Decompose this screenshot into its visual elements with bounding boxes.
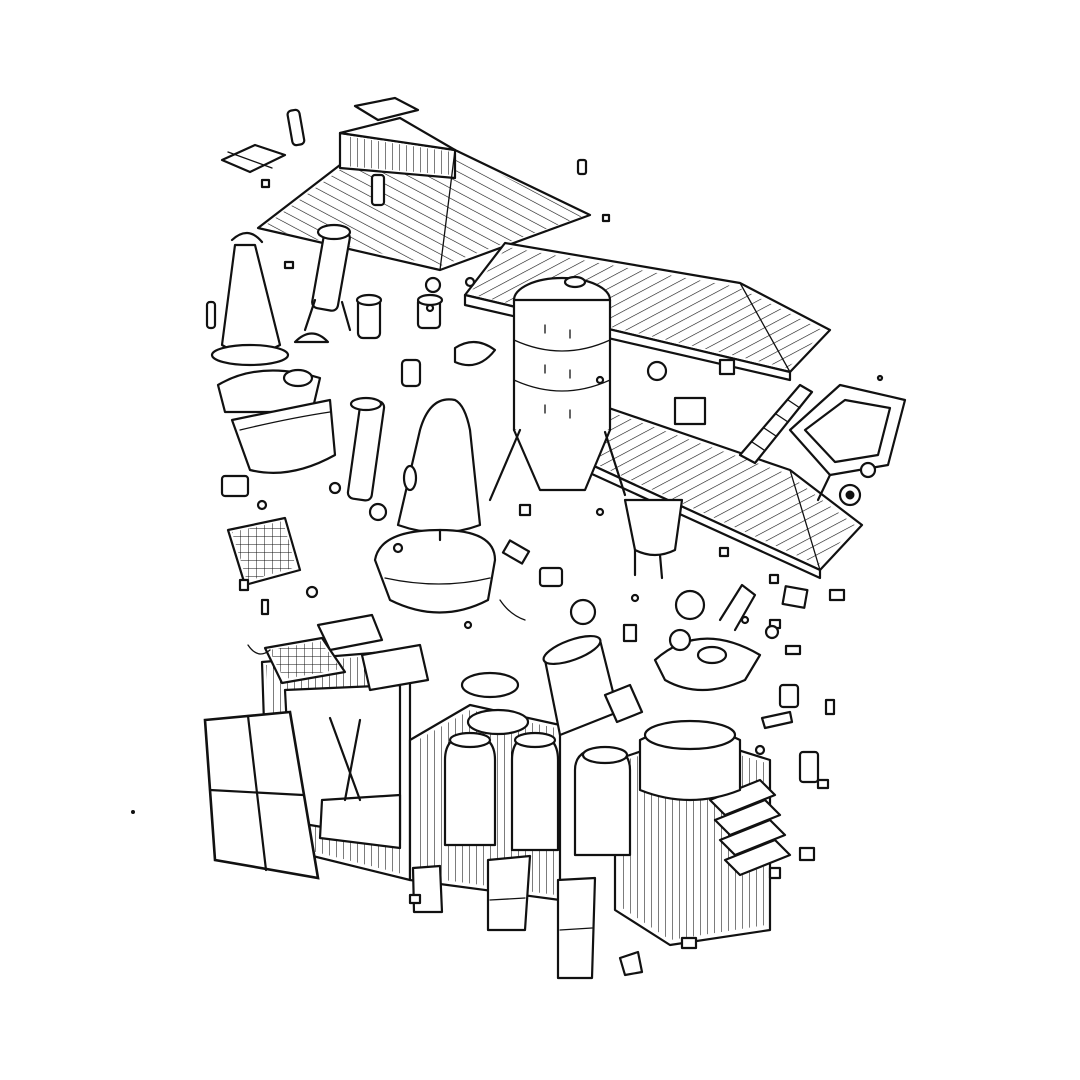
tank-d [638, 719, 742, 802]
grain-silo [488, 275, 627, 502]
interior-staircase [708, 778, 792, 877]
tank-a [443, 731, 497, 847]
pot-still-center [373, 398, 497, 614]
column-still-left [303, 223, 352, 332]
tank-c [573, 745, 632, 857]
tilted-vessel [542, 634, 620, 737]
scattered-debris [131, 158, 884, 950]
small-valve-parts [355, 276, 497, 388]
tank-b [510, 731, 560, 852]
detached-panels [411, 854, 644, 980]
grain-wagon [788, 383, 907, 507]
still-lid-right [653, 583, 762, 692]
glass-door-panel [203, 710, 320, 880]
fermenter-vessel [623, 498, 684, 580]
instrument-panel [220, 474, 820, 784]
auger-conveyor [738, 383, 814, 465]
roof-lower-right [568, 403, 864, 580]
distillery-building [203, 516, 792, 947]
pot-still-upper-left [205, 231, 337, 474]
pipe-fragments [220, 108, 794, 730]
column-still-center [346, 396, 388, 522]
roof-top-left [256, 96, 592, 272]
